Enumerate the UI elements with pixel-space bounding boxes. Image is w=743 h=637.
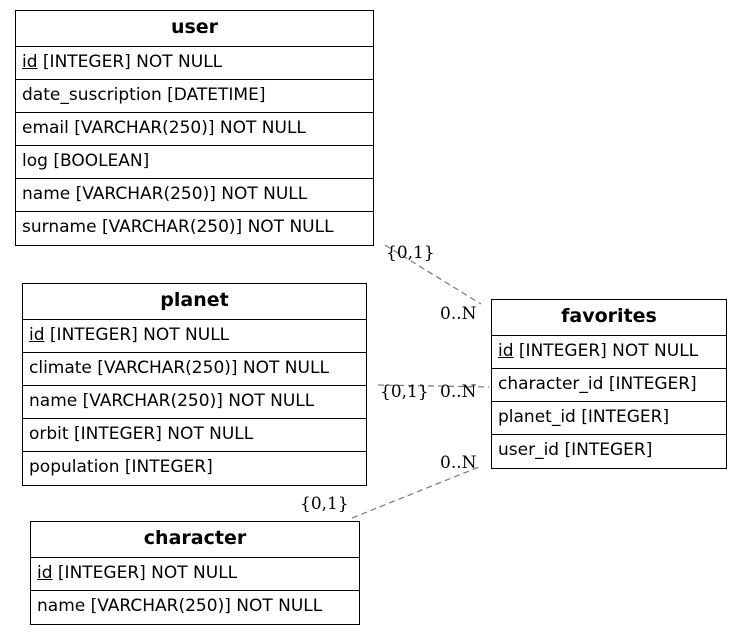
- attribute-row: name [VARCHAR(250)] NOT NULL: [23, 386, 366, 419]
- cardinality-label-planet: {0,1}: [380, 382, 429, 402]
- attribute-type: [VARCHAR(250)] NOT NULL: [68, 118, 306, 138]
- attribute-type: [DATETIME]: [161, 85, 266, 105]
- attribute-name: planet_id: [498, 407, 576, 427]
- entity-title: favorites: [492, 300, 726, 336]
- attribute-row: date_suscription [DATETIME]: [16, 80, 373, 113]
- edge-character-favorites: [351, 466, 480, 519]
- attribute-row: user_id [INTEGER]: [492, 435, 726, 468]
- attribute-type: [INTEGER]: [559, 440, 653, 460]
- attribute-type: [INTEGER] NOT NULL: [68, 424, 254, 444]
- attribute-row: email [VARCHAR(250)] NOT NULL: [16, 113, 373, 146]
- attribute-row: orbit [INTEGER] NOT NULL: [23, 419, 366, 452]
- entity-favorites[interactable]: favorites id [INTEGER] NOT NULL characte…: [491, 299, 727, 469]
- attribute-name: date_suscription: [22, 85, 162, 105]
- attribute-name: name: [37, 596, 86, 616]
- attribute-row: climate [VARCHAR(250)] NOT NULL: [23, 353, 366, 386]
- entity-user[interactable]: user id [INTEGER] NOT NULL date_suscript…: [15, 10, 374, 246]
- attribute-row: population [INTEGER]: [23, 452, 366, 485]
- attribute-type: [INTEGER]: [119, 457, 213, 477]
- entity-title: user: [16, 11, 373, 47]
- edge-user-favorites: [384, 244, 482, 305]
- attribute-type: [VARCHAR(250)] NOT NULL: [85, 596, 323, 616]
- attribute-type: [INTEGER]: [603, 374, 697, 394]
- cardinality-label-user: {0,1}: [386, 243, 435, 263]
- attribute-type: [INTEGER] NOT NULL: [513, 341, 699, 361]
- attribute-row: character_id [INTEGER]: [492, 369, 726, 402]
- primary-key-name: id: [29, 325, 45, 345]
- attribute-row: name [VARCHAR(250)] NOT NULL: [31, 591, 359, 624]
- attribute-row: name [VARCHAR(250)] NOT NULL: [16, 179, 373, 212]
- attribute-row: id [INTEGER] NOT NULL: [492, 336, 726, 369]
- attribute-type: [INTEGER] NOT NULL: [52, 563, 238, 583]
- attribute-name: population: [29, 457, 120, 477]
- attribute-row: log [BOOLEAN]: [16, 146, 373, 179]
- edge-planet-favorites: [377, 384, 490, 388]
- entity-character[interactable]: character id [INTEGER] NOT NULL name [VA…: [30, 521, 360, 625]
- attribute-name: character_id: [498, 374, 604, 394]
- attribute-name: log: [22, 151, 48, 171]
- attribute-row: id [INTEGER] NOT NULL: [23, 320, 366, 353]
- entity-title: planet: [23, 284, 366, 320]
- attribute-name: climate: [29, 358, 92, 378]
- attribute-name: user_id: [498, 440, 560, 460]
- attribute-type: [BOOLEAN]: [47, 151, 150, 171]
- attribute-name: surname: [22, 217, 97, 237]
- primary-key-name: id: [498, 341, 514, 361]
- entity-title: character: [31, 522, 359, 558]
- attribute-name: orbit: [29, 424, 69, 444]
- attribute-type: [INTEGER]: [575, 407, 670, 427]
- attribute-name: name: [22, 184, 71, 204]
- attribute-name: name: [29, 391, 78, 411]
- cardinality-label-favorites-planet: 0..N: [440, 382, 477, 402]
- attribute-row: planet_id [INTEGER]: [492, 402, 726, 435]
- attribute-type: [VARCHAR(250)] NOT NULL: [91, 358, 329, 378]
- attribute-row: surname [VARCHAR(250)] NOT NULL: [16, 212, 373, 245]
- cardinality-label-favorites-user: 0..N: [440, 304, 477, 324]
- primary-key-name: id: [22, 52, 38, 72]
- entity-planet[interactable]: planet id [INTEGER] NOT NULL climate [VA…: [22, 283, 367, 486]
- attribute-type: [INTEGER] NOT NULL: [44, 325, 230, 345]
- attribute-type: [VARCHAR(250)] NOT NULL: [96, 217, 334, 237]
- attribute-type: [VARCHAR(250)] NOT NULL: [77, 391, 315, 411]
- attribute-name: email: [22, 118, 69, 138]
- primary-key-name: id: [37, 563, 53, 583]
- attribute-type: [VARCHAR(250)] NOT NULL: [70, 184, 308, 204]
- attribute-type: [INTEGER] NOT NULL: [37, 52, 223, 72]
- cardinality-label-character: {0,1}: [300, 494, 349, 514]
- attribute-row: id [INTEGER] NOT NULL: [31, 558, 359, 591]
- attribute-row: id [INTEGER] NOT NULL: [16, 47, 373, 80]
- cardinality-label-favorites-character: 0..N: [440, 453, 477, 473]
